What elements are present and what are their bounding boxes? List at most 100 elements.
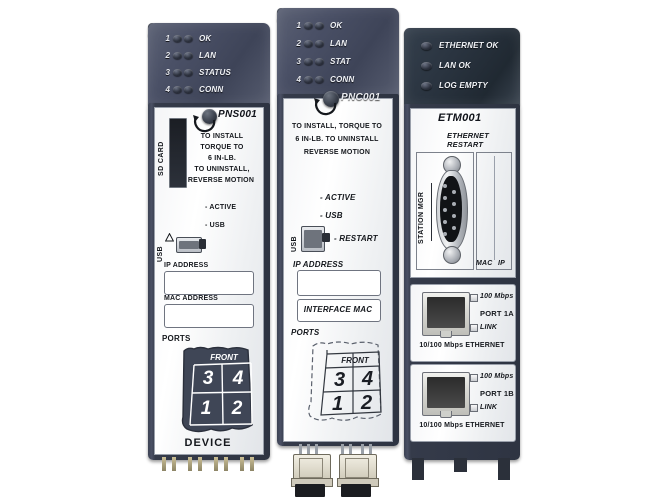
led-indicator-icon [173, 69, 182, 76]
sd-card-label: SD CARD [158, 141, 165, 176]
pns001-model-label: PNS001 [218, 109, 258, 120]
pns001-led-header [148, 23, 270, 105]
db9-pins [443, 182, 459, 236]
pns001-bottom-pins [160, 457, 260, 473]
port-cell-1: 1 [200, 398, 212, 419]
usb-port-label: USB [157, 246, 164, 262]
station-mgr-underline [431, 183, 432, 241]
usb-port[interactable] [301, 226, 325, 252]
torque-line-1: TO INSTALL, TORQUE TO [291, 123, 383, 130]
pns001-led-row-2: 2 LAN [162, 51, 216, 60]
led-label: STATUS [199, 68, 232, 77]
pnc001-model-label: PNC001 [341, 92, 381, 103]
usb-indicator-label: - USB [320, 211, 343, 220]
pnc001-led-row-4: 4 CONN [293, 75, 355, 84]
led-label: LAN [199, 51, 217, 60]
db9-screw-bottom [443, 246, 461, 264]
ip-address-label: IP ADDRESS [164, 262, 209, 269]
port-cell-1: 1 [331, 393, 344, 415]
led-number: 4 [296, 75, 301, 84]
led-indicator-icon [304, 58, 313, 65]
rj45-contacts [427, 377, 465, 408]
led-label: CONN [330, 75, 355, 84]
module-etm001: ETHERNET OK LAN OK LOG EMPTY ETM001 ETHE… [404, 28, 520, 480]
led-label: STAT [330, 57, 351, 66]
etm001-model-label: ETM001 [438, 112, 482, 124]
led-indicator-icon [173, 52, 182, 59]
torque-line-5: REVERSE MOTION [187, 177, 255, 184]
interface-mac-box[interactable] [297, 299, 381, 322]
led-label: ETHERNET OK [439, 41, 499, 50]
torque-line-4: TO UNINSTALL, [194, 166, 250, 173]
port-cell-3: 3 [333, 369, 346, 391]
ip-address-writein-box[interactable] [164, 271, 254, 295]
led-number: 1 [296, 21, 301, 30]
sd-card-slot[interactable] [169, 118, 187, 188]
torque-line-3: 6 IN-LB. [207, 155, 237, 162]
ip-address-label: IP ADDRESS [293, 260, 344, 269]
ports-section-label: PORTS [291, 328, 320, 337]
interface-mac-label: INTERFACE MAC [303, 305, 373, 314]
mac-address-label: MAC ADDRESS [164, 295, 219, 302]
led-indicator-icon [304, 40, 313, 47]
link-led-port1a [470, 324, 478, 332]
mac-label: MAC [476, 260, 493, 267]
mac-ip-panel[interactable] [476, 152, 512, 270]
rj45-jack-port1b[interactable] [422, 372, 470, 418]
speed-led-port1a [470, 294, 478, 302]
torque-line-1: TO INSTALL [200, 133, 244, 140]
led-label: CONN [199, 85, 224, 94]
station-mgr-label: STATION MGR [418, 191, 425, 244]
pns001-led-row-1: 1 OK [162, 34, 212, 43]
led-indicator-icon [315, 22, 324, 29]
etm001-led-row-3: LOG EMPTY [421, 81, 488, 90]
usb-port-latch [322, 233, 330, 242]
rotate-arrow-icon [193, 115, 216, 133]
led-number: 2 [165, 51, 170, 60]
led-indicator-icon [184, 52, 193, 59]
led-indicator-icon [184, 35, 193, 42]
pns001-led-row-4: 4 CONN [162, 85, 224, 94]
log-empty-led-icon [421, 81, 432, 90]
port1b-speed-label: 100 Mbps [480, 373, 514, 380]
pnc001-led-row-1: 1 OK [293, 21, 343, 30]
port1a-link-label: LINK [480, 324, 498, 331]
led-label: OK [330, 21, 343, 30]
pnc001-ports-diagram: FRONT 3 4 1 2 [305, 338, 385, 428]
ethernet-restart-line-2: RESTART [447, 140, 484, 149]
port1a-name-label: PORT 1A [480, 309, 514, 318]
pns001-ports-diagram: FRONT 3 4 1 2 [178, 345, 256, 437]
pnc001-led-row-2: 2 LAN [293, 39, 347, 48]
ethernet-ok-led-icon [421, 41, 432, 50]
restart-indicator-label: - RESTART [334, 234, 378, 243]
rj45-jack-port1a[interactable] [422, 292, 470, 338]
rotate-arrow-icon [314, 98, 337, 116]
mac-address-writein-box[interactable] [164, 304, 254, 328]
led-label: LAN [330, 39, 348, 48]
usb-indicator-label: - USB [205, 222, 226, 229]
rj45-contacts [427, 297, 465, 328]
rj45-tab [440, 331, 452, 338]
etm001-led-row-2: LAN OK [421, 61, 471, 70]
port1a-speed-label: 100 Mbps [480, 293, 514, 300]
ip-address-writein-box[interactable] [297, 270, 381, 296]
port1b-link-label: LINK [480, 404, 498, 411]
led-number: 2 [296, 39, 301, 48]
led-label: LOG EMPTY [439, 81, 488, 90]
warning-triangle-icon [165, 233, 174, 242]
ports-front-label: FRONT [341, 355, 369, 365]
led-number: 1 [165, 34, 170, 43]
db9-serial-connector[interactable] [436, 156, 468, 264]
etm001-bottom-tabs [404, 458, 520, 484]
led-label: LAN OK [439, 61, 471, 70]
pnc001-led-row-3: 3 STAT [293, 57, 351, 66]
db9-cavity [440, 176, 462, 242]
port1b-footer-label: 10/100 Mbps ETHERNET [419, 422, 505, 429]
port-cell-2: 2 [360, 392, 373, 414]
speed-led-port1b [470, 374, 478, 382]
link-led-port1b [470, 404, 478, 412]
ports-diagram-shape [181, 346, 253, 433]
ports-section-label: PORTS [162, 334, 191, 343]
module-pnc001: 1 OK 2 LAN 3 STAT 4 CONN [277, 8, 399, 497]
